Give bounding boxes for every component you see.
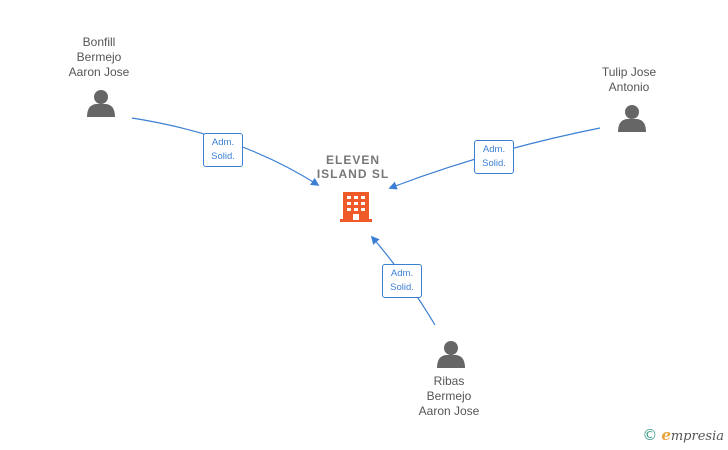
company-name[interactable]: ELEVEN ISLAND SL bbox=[316, 153, 390, 181]
copyright-icon: © bbox=[642, 426, 658, 444]
brand-name: empresia bbox=[661, 426, 724, 444]
person-icon[interactable] bbox=[437, 341, 465, 368]
person-icon[interactable] bbox=[618, 105, 646, 132]
person-name-bonfill[interactable]: Bonfill Bermejo Aaron Jose bbox=[68, 35, 130, 79]
role-badge-ribas[interactable]: Adm. Solid. bbox=[382, 264, 422, 298]
person-name-ribas[interactable]: Ribas Bermejo Aaron Jose bbox=[418, 374, 480, 418]
empresia-logo[interactable]: © empresia bbox=[642, 426, 724, 444]
role-badge-tulip[interactable]: Adm. Solid. bbox=[474, 140, 514, 174]
role-badge-bonfill[interactable]: Adm. Solid. bbox=[203, 133, 243, 167]
person-name-tulip[interactable]: Tulip Jose Antonio bbox=[601, 65, 657, 94]
person-icon[interactable] bbox=[87, 90, 115, 117]
building-icon[interactable] bbox=[340, 192, 372, 222]
